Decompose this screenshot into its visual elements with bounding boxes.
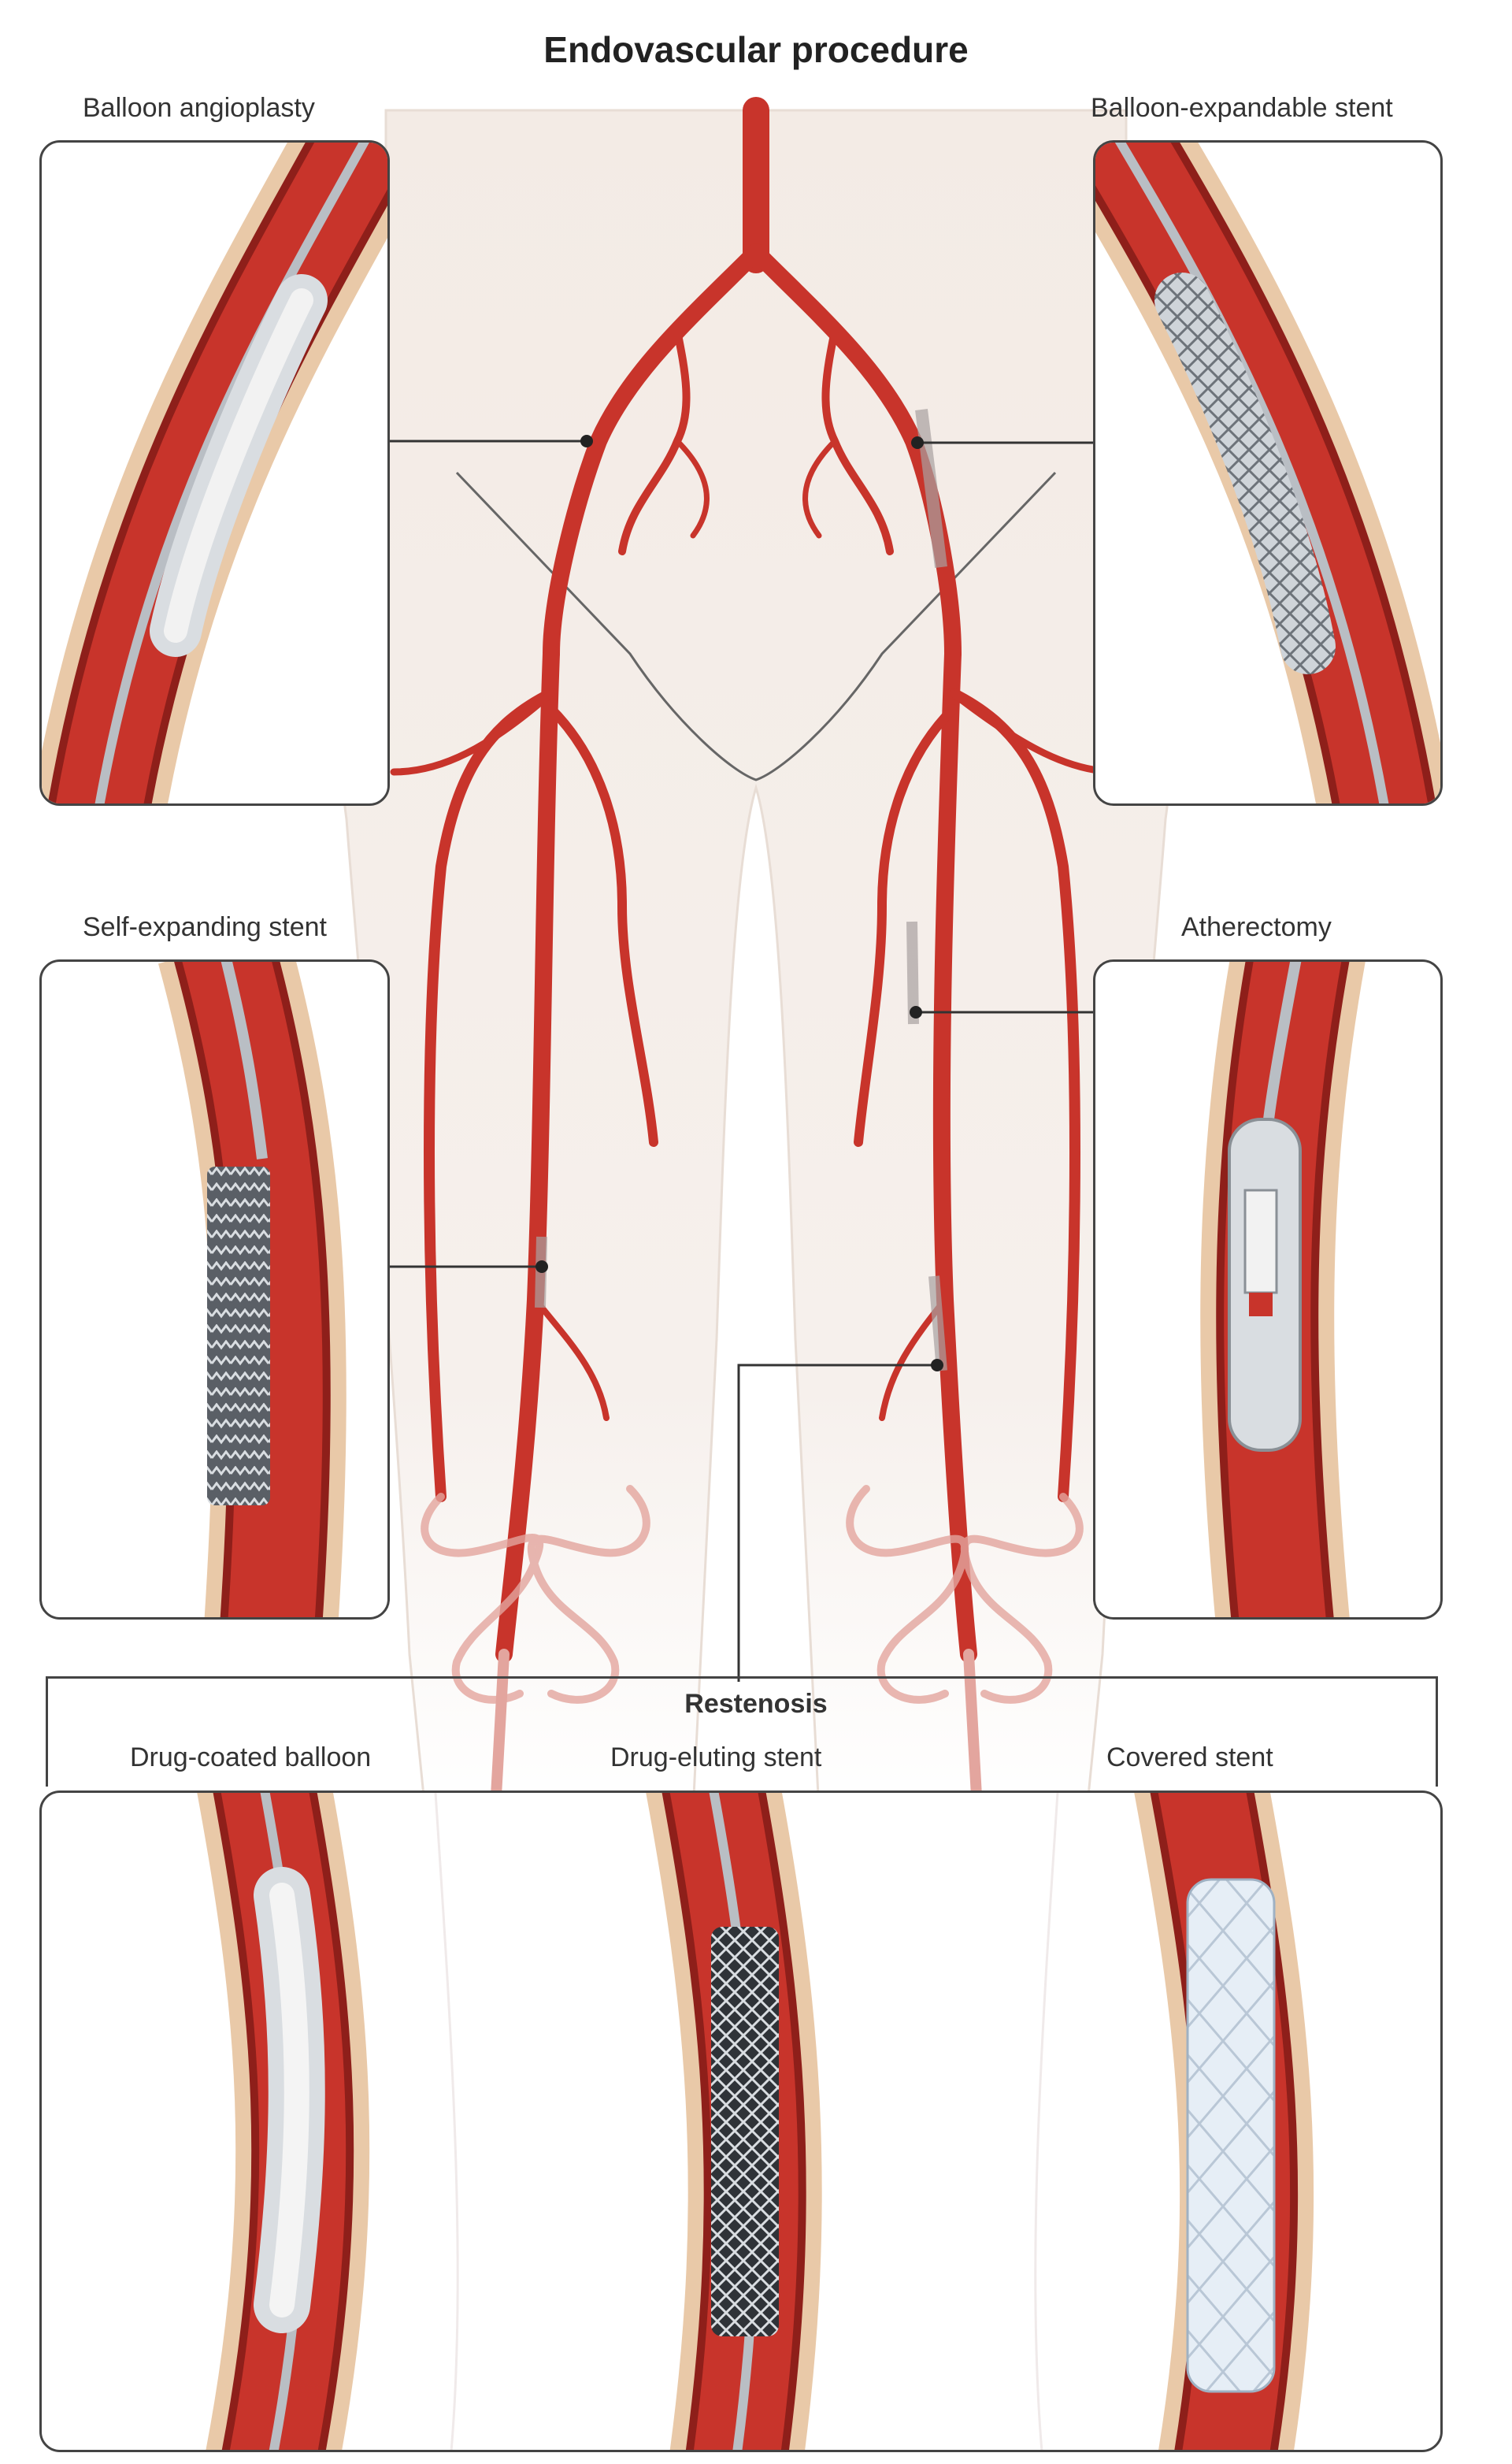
label-balloon-expandable-stent: Balloon-expandable stent (1091, 93, 1393, 123)
panel-restenosis-treatments (39, 1790, 1443, 2452)
stent (207, 1167, 270, 1505)
panel-atherectomy (1093, 959, 1443, 1620)
stent (1186, 1878, 1276, 2393)
label-covered-stent: Covered stent (1106, 1742, 1273, 1772)
treated-segment (928, 1275, 947, 1371)
label-balloon-angioplasty: Balloon angioplasty (83, 93, 315, 123)
panel-balloon-angioplasty (39, 140, 390, 806)
stent (711, 1927, 779, 2336)
restenosis-bracket (46, 1676, 1438, 1787)
left-femoral-artery (932, 645, 977, 1663)
label-drug-coated-balloon: Drug-coated balloon (130, 1742, 372, 1772)
label-restenosis: Restenosis (684, 1689, 828, 1719)
right-iliac-artery (543, 243, 765, 662)
panel-self-expanding-stent (39, 959, 390, 1620)
stent (1154, 273, 1336, 674)
body-silhouette (340, 109, 1172, 1813)
drug-coated-balloon-illustration (197, 1793, 370, 2450)
drug-eluting-stent-illustration (646, 1793, 822, 2450)
label-self-expanding-stent: Self-expanding stent (83, 912, 327, 942)
label-atherectomy: Atherectomy (1181, 912, 1332, 942)
leader-lines (390, 440, 1095, 1682)
panel-balloon-expandable-stent (1093, 140, 1443, 806)
covered-stent-illustration (1134, 1793, 1314, 2450)
label-drug-eluting-stent: Drug-eluting stent (610, 1742, 822, 1772)
diagram-title: Endovascular procedure (543, 29, 969, 70)
treated-segment (915, 409, 947, 568)
leader-dots (536, 435, 943, 1371)
